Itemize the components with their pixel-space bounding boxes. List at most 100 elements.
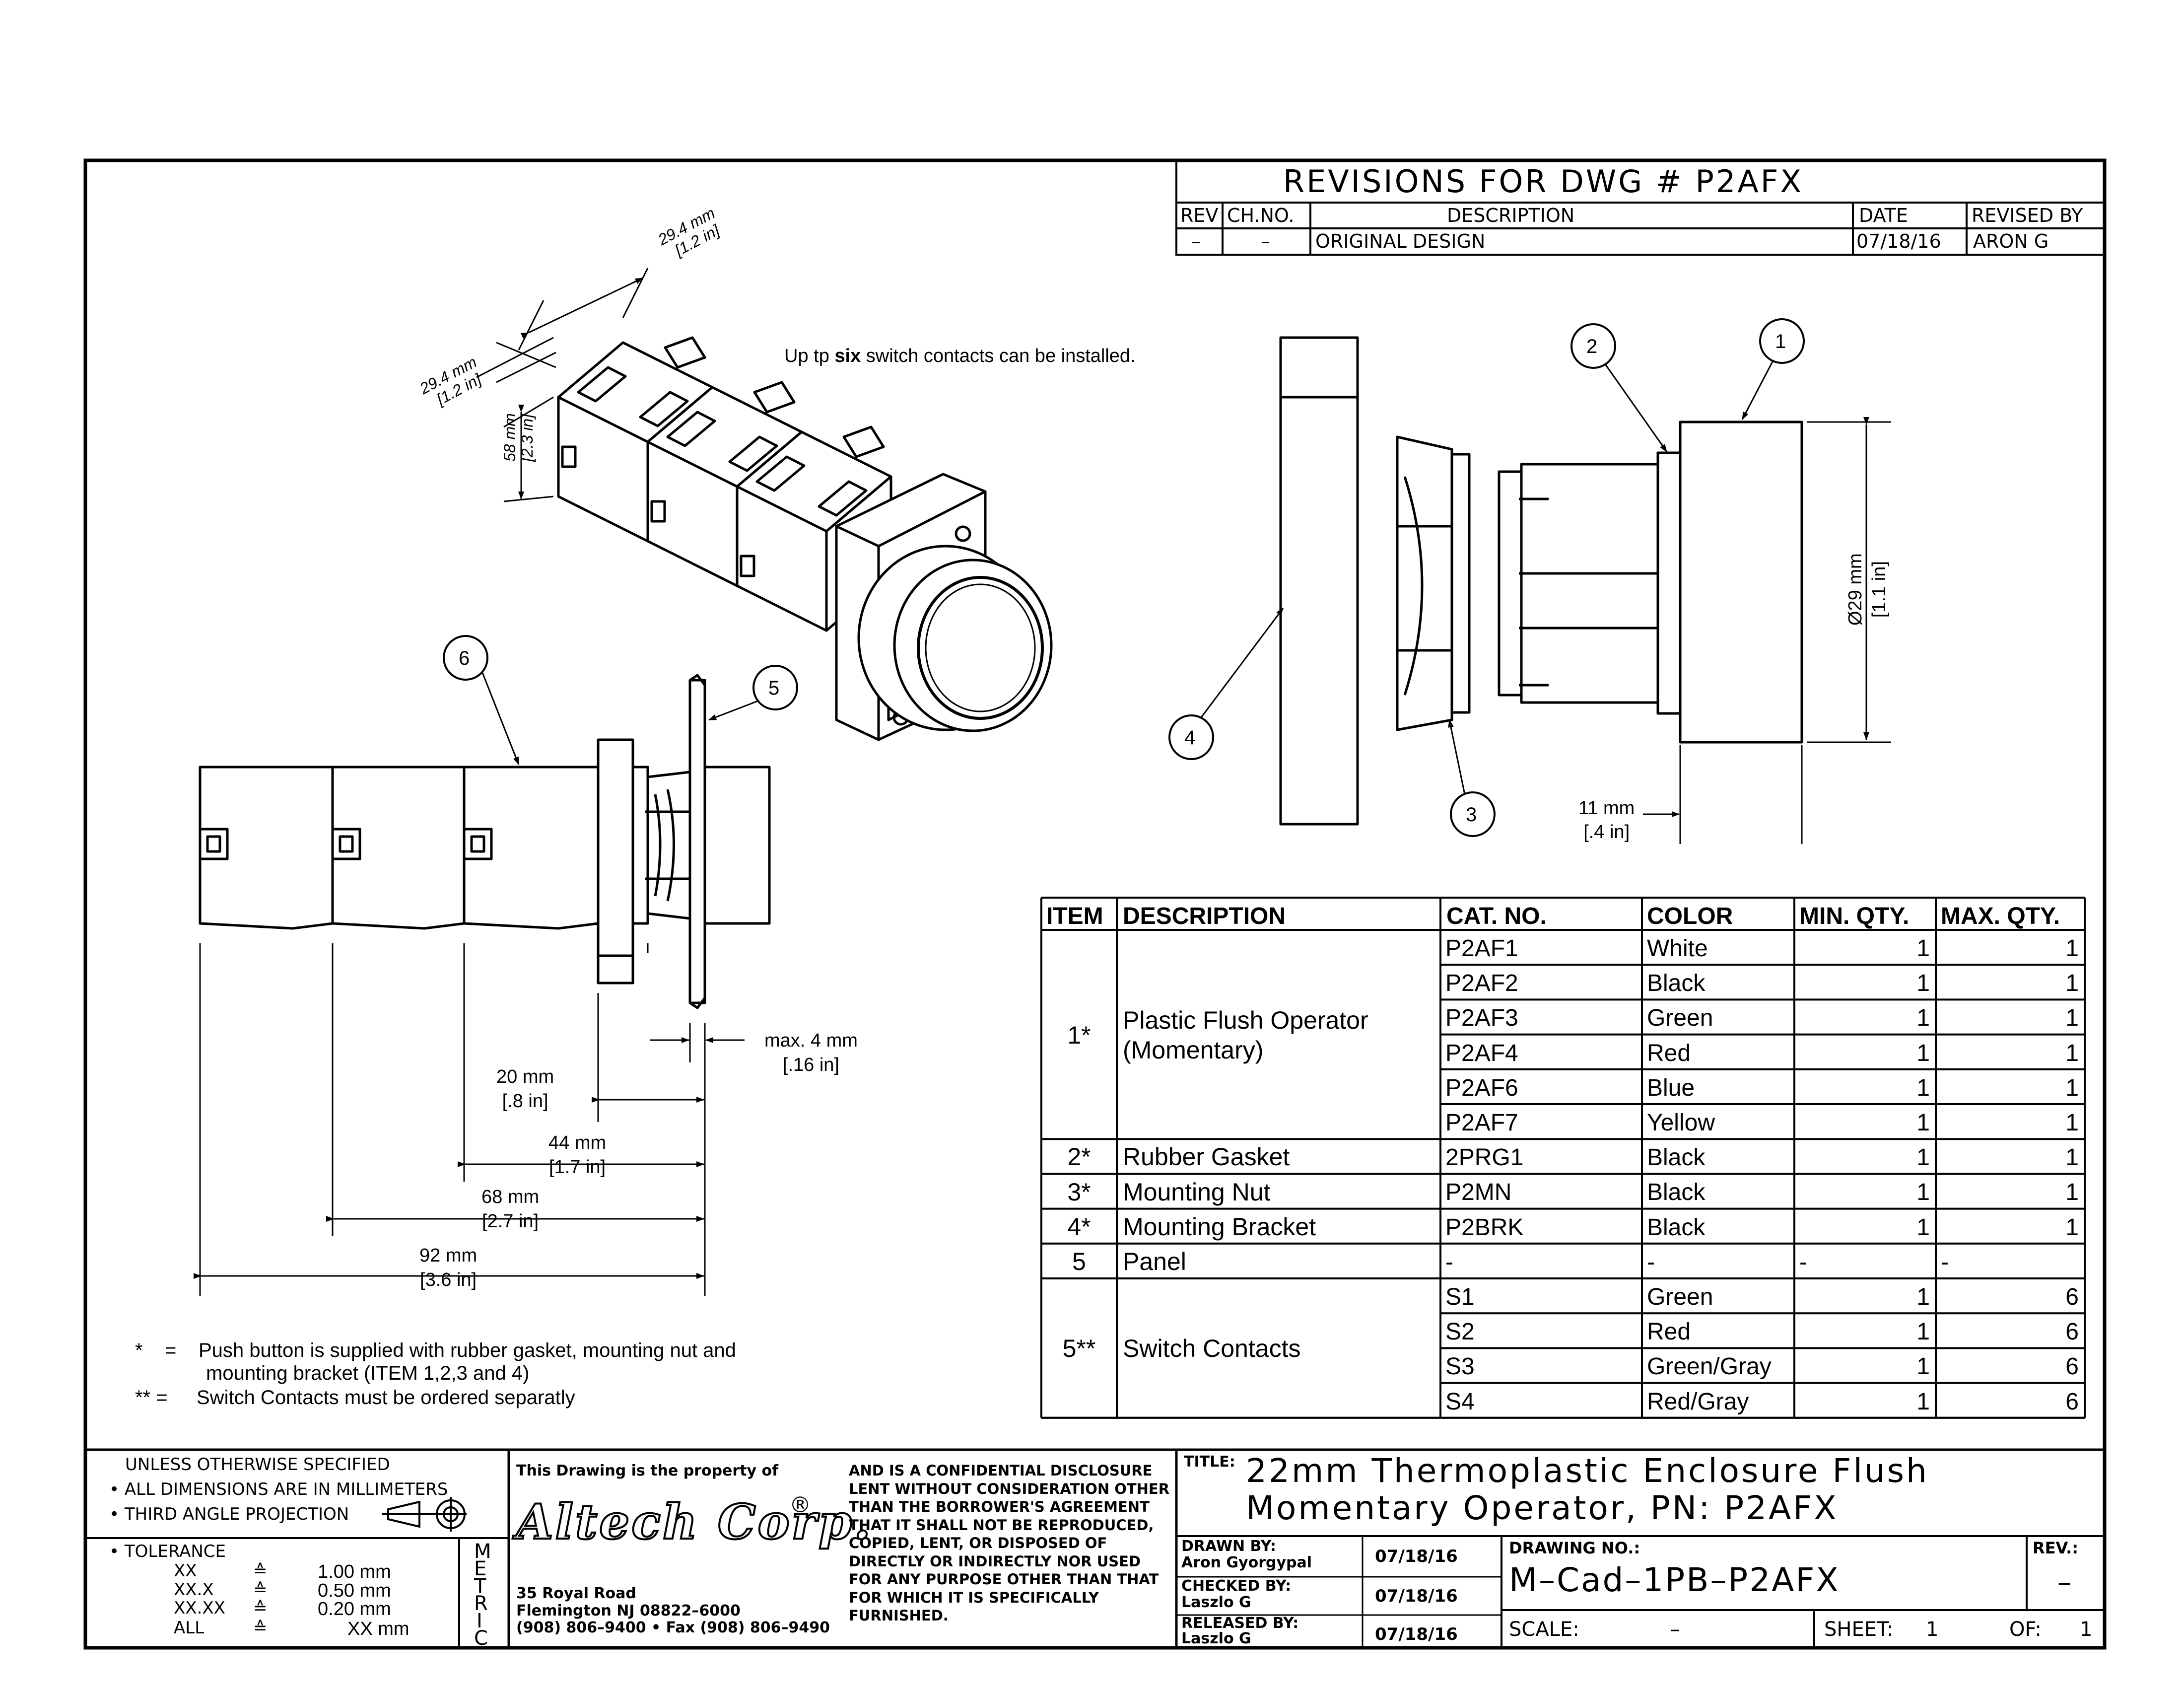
- bom-item-0: 1*: [1067, 1021, 1091, 1049]
- bom-min-qty: 1: [1916, 1005, 1930, 1032]
- bom-desc-4-0: Panel: [1123, 1247, 1186, 1275]
- side-dim-68-mm: 68 mm: [481, 1187, 540, 1207]
- balloon-4-circle: [1168, 714, 1214, 760]
- bom-min-qty: 1: [1916, 1388, 1930, 1415]
- exploded-operator-body: [1498, 451, 1682, 715]
- side-dim-max: max. 4 mm[.16 in]: [764, 1029, 858, 1078]
- bom-min-qty: 1: [1916, 1110, 1930, 1136]
- side-view: [199, 674, 771, 1009]
- scale-label: SCALE:: [1509, 1618, 1579, 1641]
- drawing-number: M–Cad–1PB–P2AFX: [1509, 1561, 1840, 1599]
- bom-catno: P2MN: [1445, 1179, 1512, 1206]
- sheet-value: 1: [1926, 1618, 1939, 1641]
- bom-max-qty: -: [1941, 1249, 1949, 1275]
- bom-item-1: 2*: [1067, 1143, 1091, 1171]
- side-dim-92-in: [3.6 in]: [420, 1269, 477, 1291]
- exploded-operator-cap: [1679, 421, 1803, 744]
- rev-row-revised-by: ARON G: [1973, 230, 2049, 252]
- rev-row-rev: –: [1191, 230, 1201, 252]
- side-mounting-bracket: [597, 738, 634, 985]
- side-panel: [688, 679, 706, 1004]
- bom-color: Green: [1647, 1284, 1713, 1310]
- bom-table-grid: [1040, 897, 2086, 1419]
- balloon-2-circle: [1570, 323, 1616, 369]
- confidential-line: AND IS A CONFIDENTIAL DISCLOSURE: [849, 1462, 1153, 1479]
- bom-color: Yellow: [1647, 1110, 1715, 1136]
- side-dimensions: [194, 943, 745, 1296]
- rev-label: REV.:: [2033, 1539, 2079, 1557]
- bom-min-qty: 1: [1916, 935, 1930, 962]
- title-label: TITLE:: [1184, 1453, 1235, 1471]
- revisions-title: REVISIONS FOR DWG # P2AFX: [1283, 163, 1803, 200]
- bom-catno: S1: [1445, 1284, 1475, 1310]
- footnote-1-line2: mounting bracket (ITEM 1,2,3 and 4): [206, 1362, 530, 1384]
- footnote-1-eq: =: [165, 1339, 177, 1361]
- company-registered-mark: ®: [789, 1492, 811, 1518]
- rev-header-revised-by: REVISED BY: [1972, 205, 2083, 226]
- exploded-mounting-bracket: [1279, 336, 1359, 826]
- tol-val-all: XX mm: [347, 1619, 410, 1639]
- drawn-by-date: 07/18/16: [1375, 1547, 1458, 1566]
- bom-header-5: MAX. QTY.: [1941, 903, 2060, 929]
- footnote-1-sym: *: [135, 1339, 143, 1361]
- bom-color: -: [1647, 1249, 1655, 1275]
- bom-min-qty: 1: [1916, 1179, 1930, 1206]
- bom-color: Black: [1647, 1214, 1706, 1241]
- bom-color: Black: [1647, 1179, 1706, 1206]
- scale-value: –: [1670, 1618, 1680, 1641]
- spec-title: UNLESS OTHERWISE SPECIFIED: [125, 1455, 390, 1475]
- side-dim-20: 20 mm[.8 in]: [496, 1065, 554, 1114]
- rev-header-rev: REV: [1180, 205, 1219, 226]
- bom-min-qty: 1: [1916, 1214, 1930, 1241]
- drawing-title-line1: 22mm Thermoplastic Enclosure Flush: [1246, 1452, 1929, 1490]
- balloon-5-circle: [752, 665, 798, 710]
- bom-min-qty: 1: [1916, 970, 1930, 997]
- metric-letter-m: M: [474, 1540, 491, 1563]
- exploded-dim-diameter-in: [1.1 in]: [1868, 561, 1890, 618]
- spec-projection: • THIRD ANGLE PROJECTION: [109, 1504, 349, 1524]
- tol-sym-all: ≙: [253, 1618, 268, 1638]
- metric-letter-c: C: [474, 1627, 488, 1650]
- bom-header-3: COLOR: [1647, 903, 1733, 929]
- footnote-2-text: Switch Contacts must be ordered separatl…: [197, 1387, 575, 1408]
- bom-header-2: CAT. NO.: [1446, 903, 1547, 929]
- drawing-title-line2: Momentary Operator, PN: P2AFX: [1246, 1489, 1839, 1527]
- sheet-border: [83, 158, 2107, 1650]
- sheet-label: SHEET:: [1824, 1618, 1894, 1641]
- iso-dim-height-mm: 58 mm: [501, 413, 519, 462]
- side-operator: [703, 766, 771, 925]
- exploded-dim-11: 11 mm[.4 in]: [1578, 797, 1635, 844]
- side-dim-44: 44 mm[1.7 in]: [548, 1131, 606, 1180]
- bom-max-qty: 1: [2065, 1144, 2079, 1171]
- footnote-2-sym: ** =: [135, 1387, 168, 1408]
- balloon-1: 1: [1775, 331, 1786, 352]
- bom-catno: P2AF3: [1445, 1005, 1518, 1032]
- confidential-line: THAN THE BORROWER'S AGREEMENT: [849, 1498, 1150, 1515]
- balloon-3-circle: [1450, 791, 1496, 837]
- property-note: This Drawing is the property of: [516, 1462, 779, 1479]
- drawn-by-label: DRAWN BY:: [1181, 1538, 1276, 1555]
- bom-catno: -: [1445, 1249, 1453, 1275]
- bom-desc-5-0: Switch Contacts: [1123, 1335, 1301, 1363]
- bom-item-4: 5: [1072, 1247, 1086, 1275]
- bom-min-qty: 1: [1916, 1074, 1930, 1101]
- bom-catno: P2AF6: [1445, 1074, 1518, 1101]
- side-dim-max-mm: max. 4 mm: [764, 1030, 858, 1051]
- bom-max-qty: 6: [2065, 1388, 2079, 1415]
- tol-key-all: ALL: [174, 1618, 205, 1638]
- bom-catno: P2AF2: [1445, 970, 1518, 997]
- rev-row-date: 07/18/16: [1856, 230, 1941, 252]
- rev-header-description: DESCRIPTION: [1447, 205, 1575, 226]
- bom-max-qty: 6: [2065, 1353, 2079, 1380]
- bom-desc-1-0: Rubber Gasket: [1123, 1143, 1290, 1171]
- exploded-dim-11-in: [.4 in]: [1583, 821, 1630, 843]
- confidential-line: COPIED, LENT, OR DISPOSED OF: [849, 1535, 1107, 1551]
- tol-sym-xxx: ≙: [253, 1580, 268, 1600]
- bom-max-qty: 1: [2065, 1040, 2079, 1066]
- side-dim-68: 68 mm [2.7 in]: [481, 1185, 539, 1234]
- iso-note: Up tp six switch contacts can be install…: [784, 347, 1136, 365]
- iso-note-bold: six: [834, 346, 861, 366]
- side-dim-68-in: [2.7 in]: [482, 1211, 539, 1232]
- bom-min-qty: 1: [1916, 1353, 1930, 1380]
- confidential-line: FOR ANY PURPOSE OTHER THAN THAT: [849, 1571, 1159, 1588]
